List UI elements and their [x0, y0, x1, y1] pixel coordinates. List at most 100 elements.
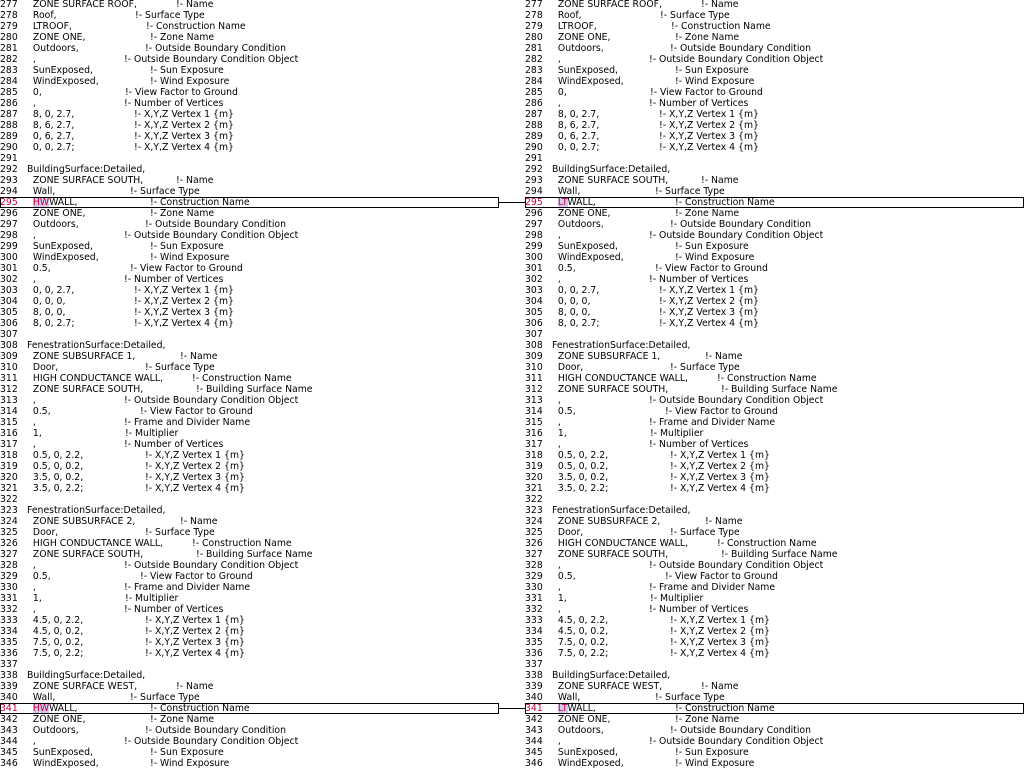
- code-comment: !- View Factor to Ground: [140, 406, 253, 417]
- code-line: 341 LTWALL,!- Construction Name: [525, 703, 1024, 714]
- code-comment: !- Zone Name: [150, 208, 215, 219]
- code-text: ,: [27, 395, 36, 406]
- code-text: 4.5, 0, 0.2,: [27, 626, 84, 637]
- code-text: 0.5,: [552, 571, 576, 582]
- code-text: 7.5, 0, 0.2,: [552, 637, 609, 648]
- code-line: 317 ,!- Number of Vertices: [525, 439, 1024, 450]
- code-comment: !- Frame and Divider Name: [124, 417, 251, 428]
- code-line: 295 LTWALL,!- Construction Name: [525, 197, 1024, 208]
- line-number: 307: [0, 329, 18, 340]
- code-comment: !- Name: [705, 516, 743, 527]
- line-number: 314: [525, 406, 543, 417]
- line-number: 344: [0, 736, 18, 747]
- code-text: ,: [552, 439, 561, 450]
- line-number: 323: [0, 505, 18, 516]
- line-number: 306: [525, 318, 543, 329]
- code-comment: !- Zone Name: [675, 714, 740, 725]
- code-line: 320 3.5, 0, 0.2,!- X,Y,Z Vertex 3 {m}: [525, 472, 1024, 483]
- code-text: Wall,: [552, 186, 581, 197]
- code-line: 331 1,!- Multiplier: [0, 593, 499, 604]
- code-text: ,: [27, 736, 36, 747]
- code-text: 7.5, 0, 0.2,: [27, 637, 84, 648]
- code-text: 0, 0, 2.7;: [552, 142, 600, 153]
- code-comment: !- X,Y,Z Vertex 3 {m}: [659, 307, 759, 318]
- code-comment: !- Wind Exposure: [675, 76, 755, 87]
- code-comment: !- X,Y,Z Vertex 3 {m}: [659, 131, 759, 142]
- code-comment: !- X,Y,Z Vertex 4 {m}: [670, 483, 770, 494]
- line-number: 332: [525, 604, 543, 615]
- code-comment: !- Construction Name: [717, 538, 817, 549]
- code-comment: !- Outside Boundary Condition: [145, 219, 286, 230]
- code-text: ZONE SURFACE SOUTH,: [552, 549, 669, 560]
- line-number: 321: [525, 483, 543, 494]
- code-line: 278 Roof,!- Surface Type: [0, 10, 499, 21]
- code-comment: !- Sun Exposure: [150, 747, 224, 758]
- code-text: ,: [27, 560, 36, 571]
- line-number: 283: [525, 65, 543, 76]
- code-line: 311 HIGH CONDUCTANCE WALL,!- Constructio…: [525, 373, 1024, 384]
- code-line: 322: [0, 494, 499, 505]
- code-line: 299 SunExposed,!- Sun Exposure: [525, 241, 1024, 252]
- code-line: 329 0.5,!- View Factor to Ground: [525, 571, 1024, 582]
- code-line: 318 0.5, 0, 2.2,!- X,Y,Z Vertex 1 {m}: [0, 450, 499, 461]
- line-number: 310: [525, 362, 543, 373]
- code-text: Outdoors,: [27, 219, 79, 230]
- code-line: 309 ZONE SUBSURFACE 1,!- Name: [525, 351, 1024, 362]
- code-comment: !- X,Y,Z Vertex 3 {m}: [134, 307, 234, 318]
- code-line: 301 0.5,!- View Factor to Ground: [525, 263, 1024, 274]
- code-text: ,: [27, 274, 36, 285]
- code-text: 1,: [552, 428, 567, 439]
- line-number: 335: [0, 637, 18, 648]
- line-number: 338: [525, 670, 543, 681]
- code-text: Outdoors,: [552, 43, 604, 54]
- line-number: 336: [0, 648, 18, 659]
- code-text: ZONE ONE,: [27, 208, 86, 219]
- code-comment: !- Wind Exposure: [675, 758, 755, 768]
- code-comment: !- Name: [705, 351, 743, 362]
- line-number: 300: [525, 252, 543, 263]
- code-text: ZONE SURFACE SOUTH,: [27, 175, 144, 186]
- code-text: 0.5, 0, 0.2,: [27, 461, 84, 472]
- left-diff-box: [0, 703, 499, 714]
- code-comment: !- Frame and Divider Name: [124, 582, 251, 593]
- code-comment: !- Outside Boundary Condition Object: [124, 395, 299, 406]
- code-comment: !- Sun Exposure: [675, 747, 749, 758]
- code-text: Door,: [552, 362, 584, 373]
- code-comment: !- Outside Boundary Condition Object: [649, 736, 824, 747]
- code-text: 8, 6, 2.7,: [27, 120, 75, 131]
- code-text: 0, 0, 2.7,: [27, 285, 75, 296]
- code-comment: !- View Factor to Ground: [650, 87, 763, 98]
- code-line: 298 ,!- Outside Boundary Condition Objec…: [525, 230, 1024, 241]
- code-text: Outdoors,: [27, 43, 79, 54]
- code-text: Outdoors,: [552, 725, 604, 736]
- code-comment: !- Construction Name: [675, 703, 775, 714]
- code-comment: !- Name: [176, 175, 214, 186]
- code-line: 304 0, 0, 0,!- X,Y,Z Vertex 2 {m}: [0, 296, 499, 307]
- line-number: 321: [0, 483, 18, 494]
- code-text: 8, 0, 2.7,: [27, 109, 75, 120]
- code-text: 1,: [27, 428, 42, 439]
- code-line: 278 Roof,!- Surface Type: [525, 10, 1024, 21]
- code-text: HIGH CONDUCTANCE WALL,: [552, 538, 688, 549]
- code-line: 317 ,!- Number of Vertices: [0, 439, 499, 450]
- line-number: 324: [525, 516, 543, 527]
- line-number: 326: [0, 538, 18, 549]
- code-line: 307: [0, 329, 499, 340]
- code-text: 0.5, 0, 2.2,: [552, 450, 609, 461]
- code-line: 297 Outdoors,!- Outside Boundary Conditi…: [525, 219, 1024, 230]
- code-comment: !- Outside Boundary Condition: [670, 43, 811, 54]
- code-comment: !- X,Y,Z Vertex 4 {m}: [670, 648, 770, 659]
- code-text: 3.5, 0, 0.2,: [552, 472, 609, 483]
- code-text: ZONE ONE,: [552, 714, 611, 725]
- line-number: 302: [0, 274, 18, 285]
- code-line: 343 Outdoors,!- Outside Boundary Conditi…: [0, 725, 499, 736]
- code-text: 0, 0, 0,: [27, 296, 66, 307]
- line-number: 337: [525, 659, 543, 670]
- code-comment: !- View Factor to Ground: [130, 263, 243, 274]
- code-comment: !- X,Y,Z Vertex 1 {m}: [670, 450, 770, 461]
- code-line: 330 ,!- Frame and Divider Name: [525, 582, 1024, 593]
